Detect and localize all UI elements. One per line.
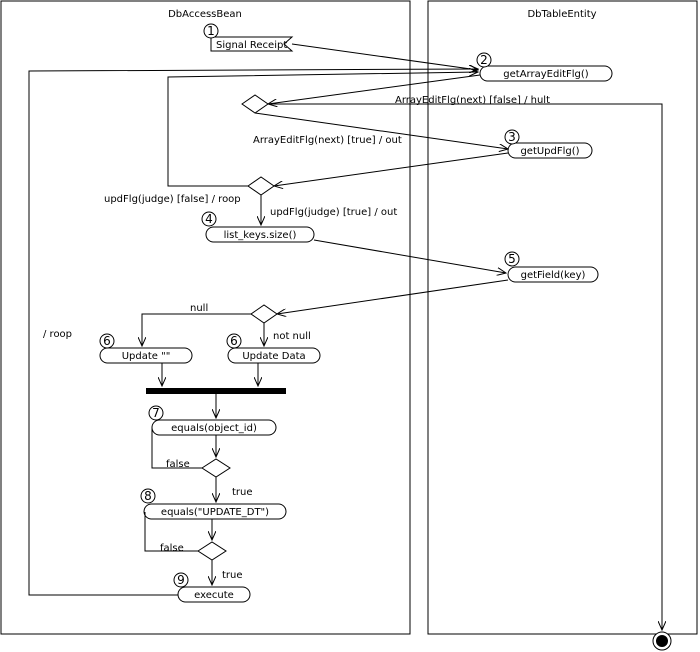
swimlane-title-dbtableentity: DbTableEntity xyxy=(527,9,596,20)
join-bar xyxy=(146,388,286,394)
guard-true-1: true xyxy=(232,487,253,498)
edge-decision1-halt xyxy=(268,103,662,630)
equals-object-id-label: equals(object_id) xyxy=(171,423,257,434)
get-field-label: getField(key) xyxy=(521,270,586,281)
decision-equals-update-dt xyxy=(197,541,227,561)
get-upd-flg-label: getUpdFlg() xyxy=(520,146,579,157)
decision-array-edit-flg xyxy=(241,94,269,114)
guard-false-2: false xyxy=(160,543,184,554)
step-number-6a: 6 xyxy=(103,334,111,348)
final-state-inner xyxy=(656,635,668,647)
get-array-edit-flg-label: getArrayEditFlg() xyxy=(503,69,588,80)
swimlane-dbaccessbean xyxy=(0,0,411,635)
equals-update-dt-node xyxy=(143,503,287,520)
edge-getfield-to-decision3 xyxy=(277,279,509,314)
swimlane-dbtableentity xyxy=(427,0,698,635)
step-number-1: 1 xyxy=(207,24,215,38)
edge-listkeys-to-getfield xyxy=(313,239,506,273)
edge-decision5-false-loop xyxy=(144,512,198,552)
step-marker-8 xyxy=(140,488,156,504)
execute-label: execute xyxy=(194,590,234,601)
list-keys-size-label: list_keys.size() xyxy=(224,230,297,241)
step-marker-9 xyxy=(173,572,189,588)
list-keys-size-node xyxy=(205,226,315,243)
step-number-6b: 6 xyxy=(230,334,238,348)
step-number-4: 4 xyxy=(205,212,213,226)
edge-decision4-false-loop xyxy=(151,427,202,469)
edge-decision2-loop xyxy=(167,72,478,187)
step-number-5: 5 xyxy=(508,252,516,266)
decision-upd-flg xyxy=(247,176,275,196)
edge-getarray-to-decision1 xyxy=(268,74,481,104)
get-array-edit-flg-node xyxy=(479,65,613,82)
decision-equals-object-id xyxy=(201,458,231,478)
step-marker-2 xyxy=(476,52,492,68)
edge-execute-roop xyxy=(28,69,478,596)
step-number-8: 8 xyxy=(144,489,152,503)
signal-receipt-node xyxy=(210,36,294,52)
step-marker-7 xyxy=(148,405,164,421)
equals-update-dt-label: equals("UPDATE_DT") xyxy=(161,507,269,518)
step-marker-5 xyxy=(504,251,520,267)
update-data-node xyxy=(227,347,321,364)
step-number-9: 9 xyxy=(177,573,185,587)
step-number-7: 7 xyxy=(152,406,160,420)
step-marker-6b xyxy=(226,333,242,349)
guard-roop: / roop xyxy=(43,329,72,340)
edge-decision1-to-getupd xyxy=(254,112,508,149)
swimlane-title-dbaccessbean: DbAccessBean xyxy=(168,9,242,20)
guard-true-2: true xyxy=(222,570,243,581)
signal-receipt-label: Signal Receipt xyxy=(216,40,287,51)
guard-false-1: false xyxy=(166,459,190,470)
edge-decision3-null xyxy=(142,313,251,346)
decision-null-check xyxy=(250,304,278,324)
guard-upd-false-loop: updFlg(judge) [false] / roop xyxy=(104,194,241,205)
step-marker-4 xyxy=(201,211,217,227)
guard-not-null: not null xyxy=(273,331,311,342)
step-number-3: 3 xyxy=(508,130,516,144)
edge-signal-to-getarray xyxy=(291,43,478,70)
get-field-node xyxy=(507,266,599,283)
update-empty-node xyxy=(99,347,193,364)
guard-null: null xyxy=(190,303,208,314)
step-marker-6a xyxy=(99,333,115,349)
guard-upd-true-out: updFlg(judge) [true] / out xyxy=(270,207,397,218)
guard-array-false-halt: ArrayEditFlg(next) [false] / hult xyxy=(395,95,550,106)
update-empty-label: Update "" xyxy=(122,351,171,362)
step-marker-1 xyxy=(203,23,219,39)
update-data-label: Update Data xyxy=(242,351,305,362)
step-number-2: 2 xyxy=(480,53,488,67)
guard-array-true-out: ArrayEditFlg(next) [true] / out xyxy=(253,135,402,146)
step-marker-3 xyxy=(504,129,520,145)
edge-getupd-to-decision2 xyxy=(274,152,509,186)
